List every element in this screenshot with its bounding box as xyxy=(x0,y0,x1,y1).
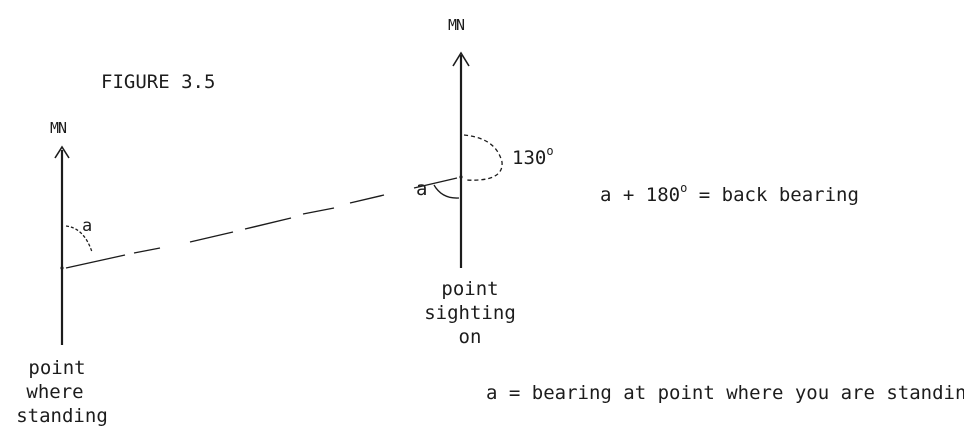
sighting-point-dot xyxy=(459,175,463,179)
standing-caption-line2: where xyxy=(26,381,84,403)
sighting-caption-line2: sighting xyxy=(424,302,516,324)
back-bearing-lhs: a + 180 xyxy=(600,184,681,206)
left-north-arrowhead xyxy=(54,145,70,159)
angle-180-value: 130 xyxy=(512,147,547,169)
left-angle-arc xyxy=(65,225,93,253)
back-bearing-equation: a + 180o = back bearing xyxy=(600,182,859,205)
back-bearing-degree: o xyxy=(680,181,688,195)
sighting-line xyxy=(65,177,458,269)
back-bearing-rhs: = back bearing xyxy=(687,184,859,206)
figure-title: FIGURE 3.5 xyxy=(101,71,216,93)
sighting-caption-line1: point xyxy=(441,278,499,300)
angle-180-degree: o xyxy=(546,144,554,158)
standing-caption-line3: standing xyxy=(16,405,108,427)
bearing-equation: a = bearing at point where you are stand… xyxy=(486,382,964,404)
standing-caption-line1: point xyxy=(28,357,86,379)
right-north-arrowhead xyxy=(452,51,470,67)
left-angle-label: a xyxy=(82,216,93,236)
right-north-label: MN xyxy=(448,16,465,34)
standing-point-dot xyxy=(60,266,64,270)
right-angle-arc xyxy=(433,184,460,199)
sighting-caption-line3: on xyxy=(458,326,482,348)
right-angle-label: a xyxy=(416,178,428,200)
angle-180-label: 130o xyxy=(512,145,554,168)
left-north-label: MN xyxy=(50,119,67,137)
back-bearing-arc xyxy=(463,134,503,181)
